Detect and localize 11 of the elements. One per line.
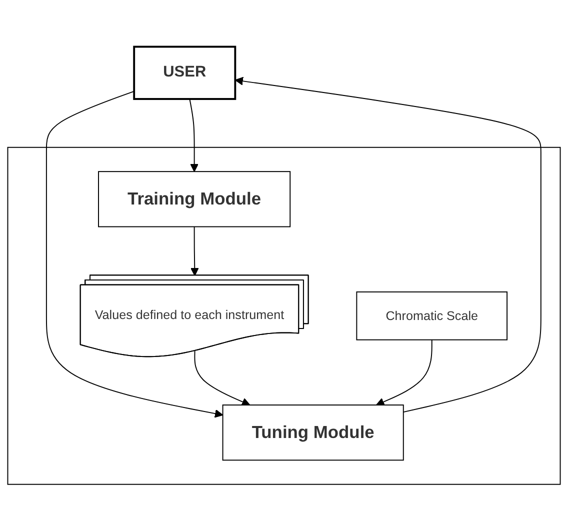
arrow <box>189 98 199 172</box>
node-box: Training Module <box>98 171 291 228</box>
arrow <box>46 90 224 418</box>
node-box: Tuning Module <box>222 404 404 461</box>
node-box: USER <box>133 46 236 100</box>
arrow <box>376 339 432 406</box>
arrow <box>194 350 250 406</box>
cluster <box>7 146 561 485</box>
arrow <box>190 226 199 276</box>
arrow <box>234 76 542 412</box>
node-box: Chromatic Scale <box>356 291 508 340</box>
